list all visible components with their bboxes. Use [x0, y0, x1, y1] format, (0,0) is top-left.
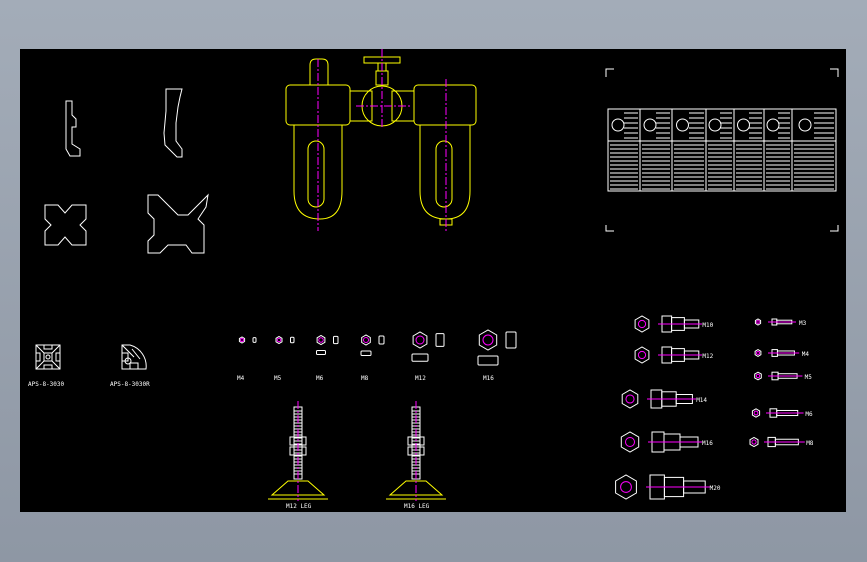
air-filter-regulator-unit: [285, 49, 477, 231]
hex-bolt-small-series: [749, 318, 805, 448]
nut-size-label: M6: [316, 375, 324, 382]
leveling-feet: [268, 401, 446, 501]
hex-bolt-m20: [615, 474, 710, 500]
hex-nut-m6: [316, 334, 339, 356]
hex-nut-m5: [275, 335, 295, 345]
aluminium-profile-aps-8-3030: [35, 344, 61, 370]
nut-size-label: M16: [483, 375, 494, 382]
bolt-size-label: M14: [696, 397, 707, 404]
hex-bolt-m6: [751, 408, 804, 418]
nut-size-label: M4: [237, 375, 245, 382]
hex-bolt-m16: [620, 431, 702, 453]
cad-drawing: APS-8-3030 APS-8-3030R: [28, 49, 839, 510]
leveling-foot-m16: [386, 401, 446, 501]
hex-bolt-m12: [634, 346, 702, 364]
leg-label: M12 LEG: [286, 503, 312, 510]
bolt-size-label: M20: [710, 485, 721, 492]
profile-label-aps-8-3030: APS-8-3030: [28, 381, 65, 388]
connector-profile-small: [44, 204, 87, 246]
bracket-profile-small: [65, 100, 81, 157]
aluminium-profile-aps-8-3030r: [121, 344, 147, 370]
hex-bolt-m14: [621, 389, 696, 409]
cad-drawing-canvas[interactable]: APS-8-3030 APS-8-3030R: [20, 49, 846, 512]
leg-label: M16 LEG: [404, 503, 430, 510]
bolt-size-label: M5: [805, 374, 813, 381]
hex-bolt-m10: [634, 315, 702, 333]
bolt-size-label: M6: [805, 411, 813, 418]
connector-profile-large: [147, 193, 209, 254]
hex-nut-m12: [411, 331, 445, 362]
nut-size-label: M12: [415, 375, 426, 382]
hex-bolt-large-series: [615, 315, 710, 500]
bracket-profile-large: [163, 88, 183, 158]
hex-nut-series: [238, 329, 517, 366]
hex-bolt-m4: [754, 349, 800, 357]
hex-nut-m4: [238, 336, 257, 344]
bolt-size-label: M8: [806, 440, 814, 447]
hex-nut-m16: [477, 329, 517, 366]
bolt-size-label: M3: [799, 320, 807, 327]
profile-label-aps-8-3030r: APS-8-3030R: [110, 381, 150, 388]
bolt-size-label: M16: [702, 440, 713, 447]
nut-size-label: M5: [274, 375, 282, 382]
hex-bolt-m5: [754, 371, 803, 381]
title-block-sheet: [605, 68, 839, 232]
leveling-foot-m12: [268, 401, 328, 501]
hex-nut-m8: [360, 334, 385, 356]
nut-size-label: M8: [361, 375, 369, 382]
hex-bolt-m8: [749, 436, 805, 448]
bolt-size-label: M4: [802, 351, 810, 358]
bolt-size-label: M10: [702, 322, 713, 329]
bolt-size-label: M12: [702, 353, 713, 360]
hex-bolt-m3: [754, 318, 796, 326]
